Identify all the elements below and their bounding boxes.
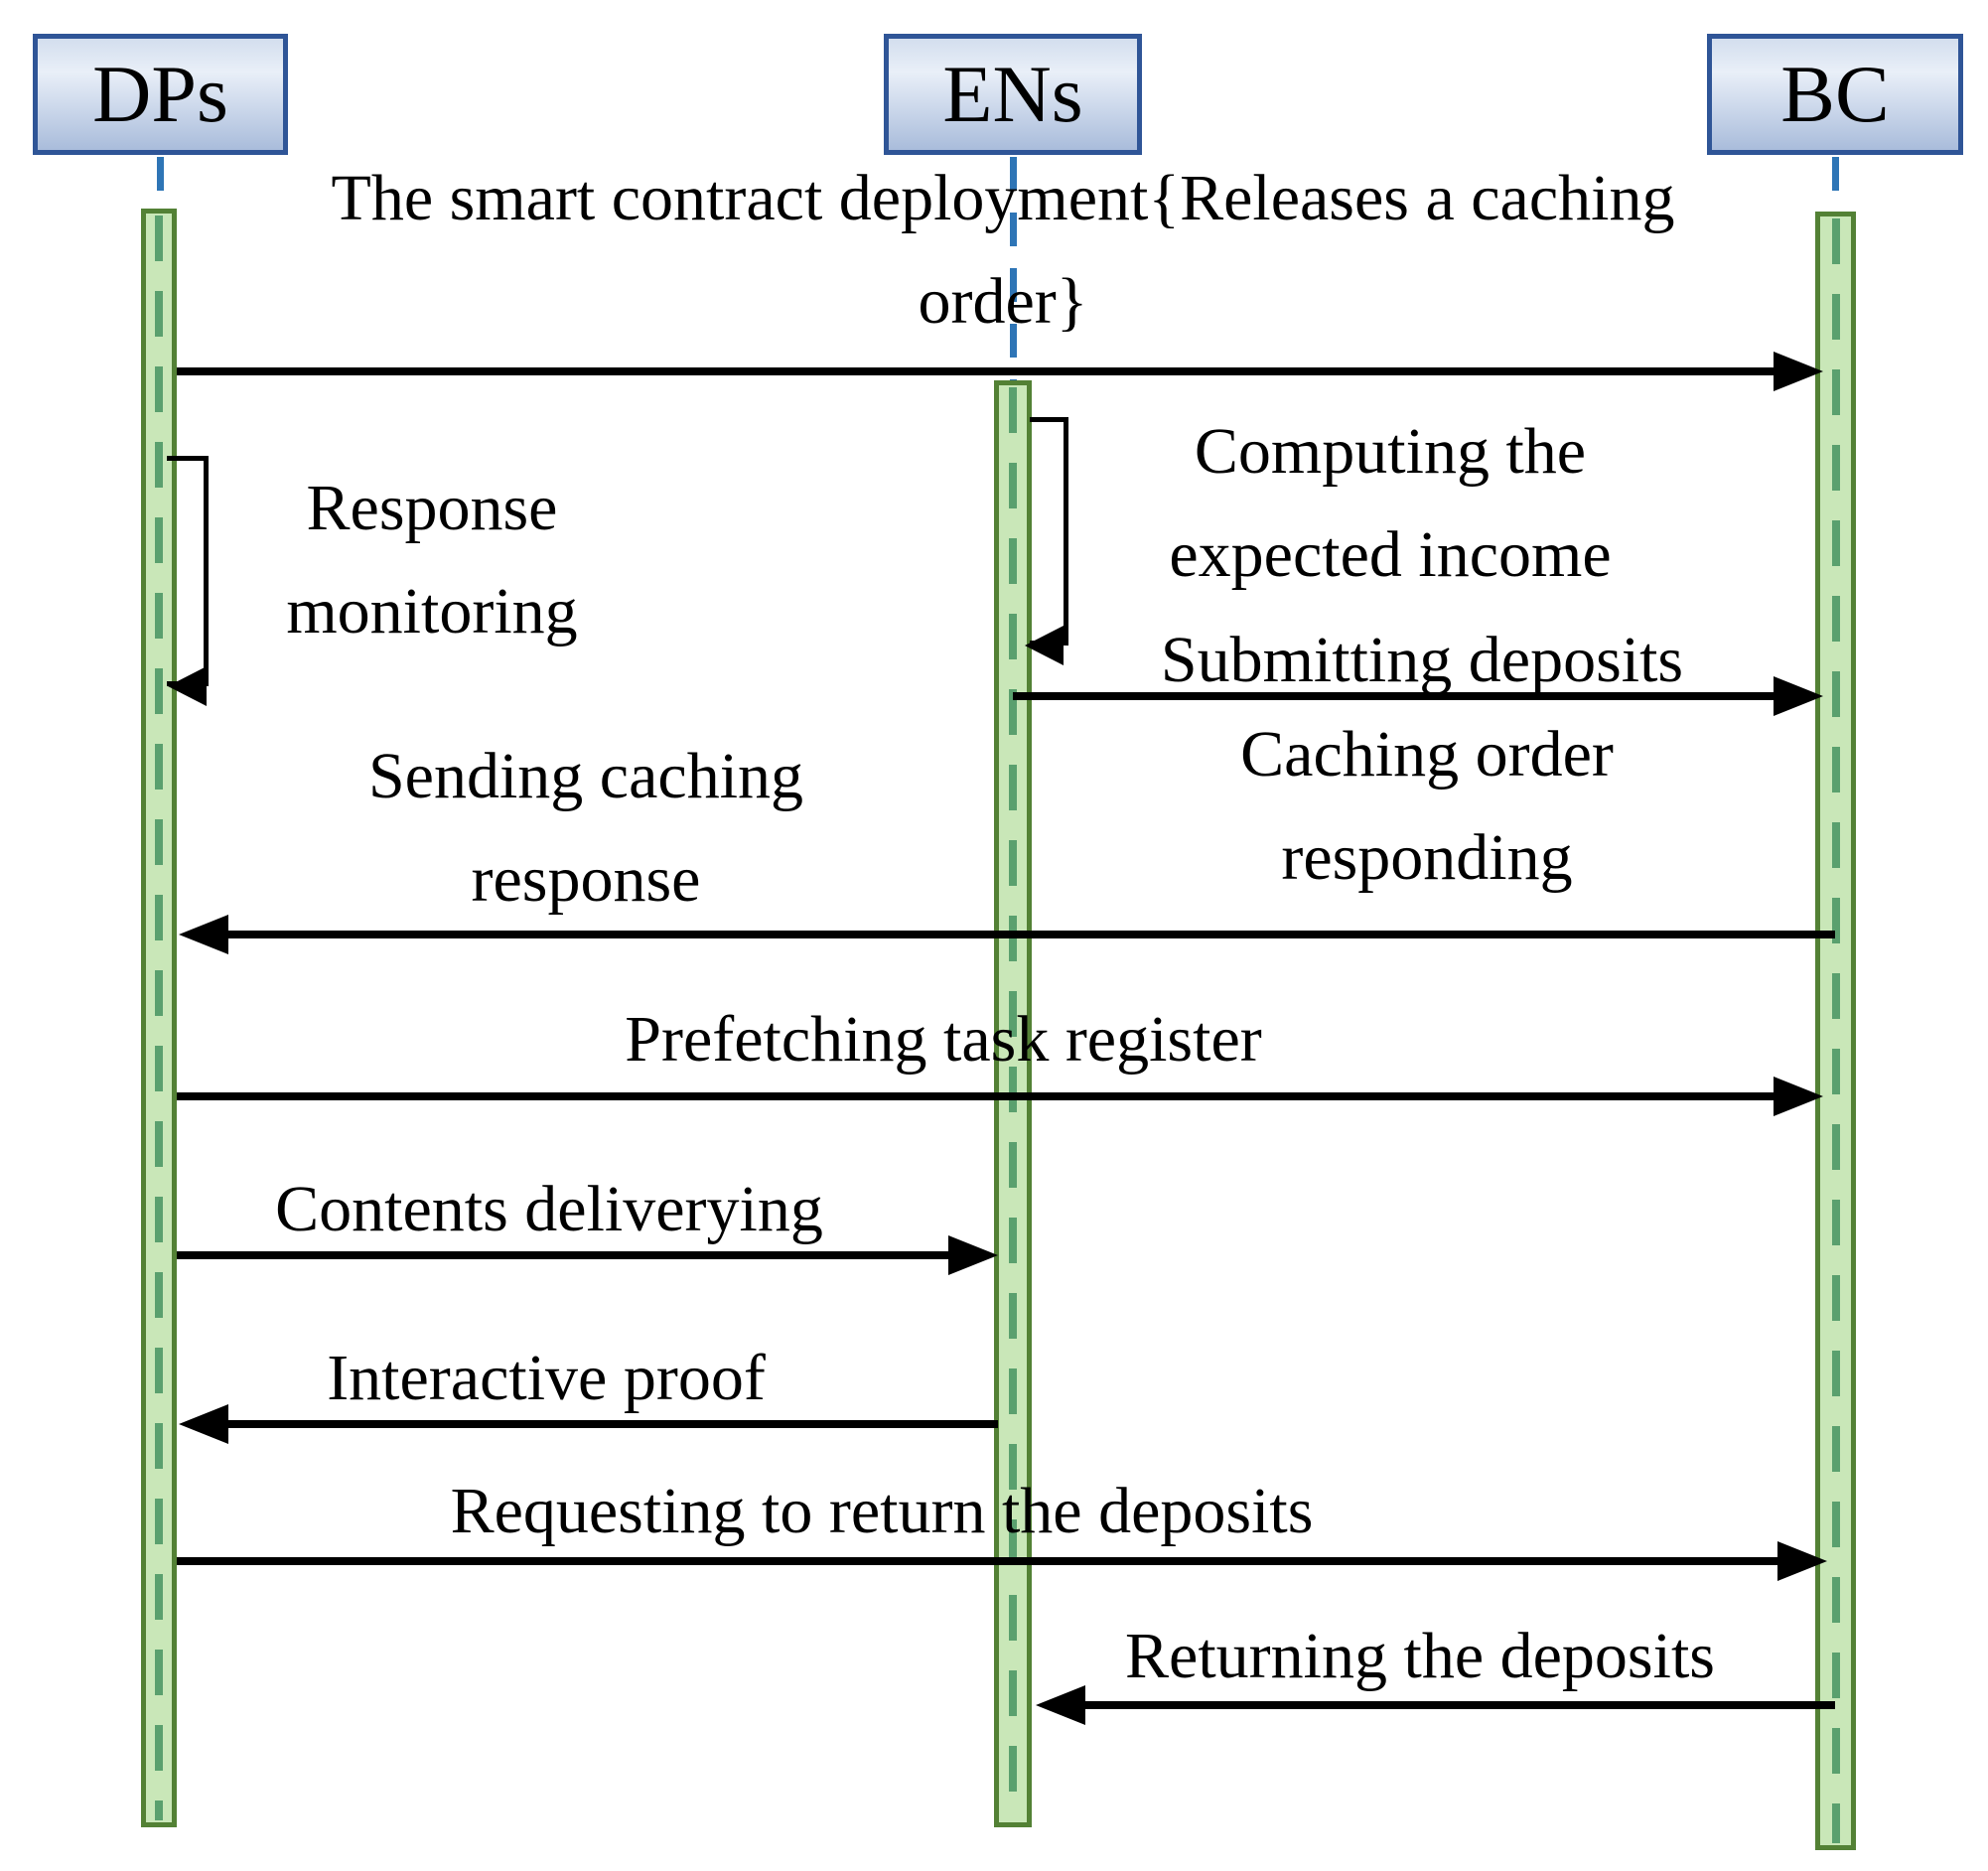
activation-bar-dps — [141, 209, 177, 1827]
activation-dash-bc — [1831, 218, 1840, 1843]
activation-dash-dps — [155, 216, 163, 1820]
label-sending-response: Sending caching response — [367, 740, 804, 916]
arrowhead-left-icon — [179, 1404, 228, 1444]
label-prefetching: Prefetching task register — [625, 1003, 1262, 1076]
lifeline-ens — [1010, 157, 1017, 384]
label-contents: Contents deliverying — [275, 1173, 823, 1245]
self-loop-computing — [1025, 417, 1068, 665]
actor-box-bc: BC — [1707, 34, 1963, 155]
arrow-interactive — [179, 1404, 998, 1444]
arrowhead-left-icon — [179, 915, 228, 954]
label-requesting: Requesting to return the deposits — [450, 1475, 1314, 1547]
actor-box-ens: ENs — [884, 34, 1142, 155]
lifeline-bc — [1832, 157, 1839, 216]
arrowhead-left-icon — [168, 666, 207, 706]
arrow-returning — [1036, 1685, 1835, 1725]
arrow-contents — [177, 1235, 998, 1275]
arrow-requesting — [177, 1541, 1827, 1581]
actor-label-ens: ENs — [942, 49, 1083, 139]
label-submitting: Submitting deposits — [1160, 624, 1684, 696]
arrow-caching-response — [179, 915, 1835, 954]
label-interactive: Interactive proof — [327, 1342, 766, 1414]
actor-box-dps: DPs — [33, 34, 288, 155]
arrow-deploy — [177, 352, 1823, 391]
lifeline-dps — [157, 157, 164, 213]
label-caching-responding: Caching order responding — [1240, 718, 1614, 894]
activation-dash-ens — [1009, 387, 1017, 1820]
arrow-submitting — [1013, 676, 1823, 716]
arrowhead-right-icon — [1774, 676, 1823, 716]
arrowhead-right-icon — [1774, 352, 1823, 391]
activation-bar-ens — [994, 380, 1032, 1827]
label-returning: Returning the deposits — [1125, 1620, 1715, 1692]
label-deploy: The smart contract deployment{Releases a… — [331, 162, 1675, 338]
actor-label-bc: BC — [1780, 49, 1890, 139]
label-response-monitoring: Response monitoring — [286, 472, 578, 648]
arrowhead-left-icon — [1036, 1685, 1085, 1725]
actor-label-dps: DPs — [92, 49, 228, 139]
arrowhead-right-icon — [1774, 1077, 1823, 1116]
arrowhead-left-icon — [1025, 626, 1064, 665]
arrowhead-right-icon — [1777, 1541, 1827, 1581]
arrow-prefetching — [177, 1077, 1823, 1116]
arrowhead-right-icon — [948, 1235, 998, 1275]
label-computing: Computing the expected income — [1169, 415, 1612, 591]
self-loop-response-monitoring — [167, 456, 209, 706]
activation-bar-bc — [1815, 212, 1856, 1850]
